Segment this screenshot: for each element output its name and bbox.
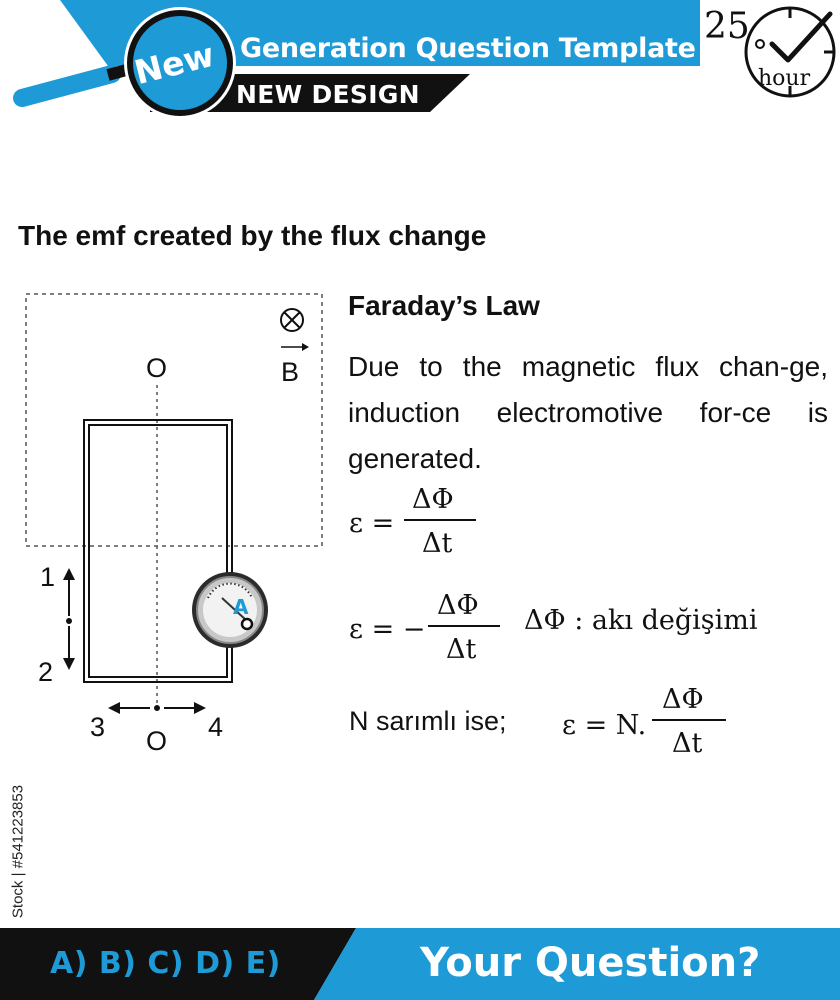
formula-1-denominator: Δt (422, 528, 453, 559)
page-title: The emf created by the flux change (18, 220, 487, 251)
horizontal-motion-arrows (108, 702, 206, 714)
formula-1-lhs: ε = (349, 508, 395, 539)
stock-id: Stock | #541223853 (9, 784, 27, 919)
formula-2-note: ΔΦ : akı değişimi (524, 605, 758, 636)
field-into-page-icon (280, 308, 304, 332)
formula-2-numerator: ΔΦ (437, 590, 479, 621)
wire-loop (83, 419, 233, 683)
arrow-label-4: 4 (208, 712, 224, 742)
answer-options: A) B) C) D) E) (50, 946, 281, 981)
header-banner (13, 0, 836, 119)
ammeter-icon (192, 572, 268, 648)
law-heading: Faraday’s Law (348, 290, 540, 321)
formula-1-numerator: ΔΦ (412, 484, 454, 515)
circuit-diagram (25, 293, 323, 714)
formula-3-denominator: Δt (672, 728, 703, 759)
timer-unit: hour (758, 66, 811, 91)
formula-2-lhs: ε = − (349, 614, 426, 645)
formula-1-bar (404, 519, 476, 521)
header-subtitle: NEW DESIGN (236, 80, 420, 109)
arrow-label-1: 1 (40, 562, 56, 592)
your-question-label: Your Question? (420, 940, 761, 986)
law-description: Due to the magnetic flux chan-ge, induct… (348, 351, 828, 474)
vertical-motion-arrows (63, 568, 75, 670)
formula-3-numerator: ΔΦ (662, 684, 704, 715)
formula-3-lhs: ε = N. (562, 710, 647, 741)
arrow-label-3: 3 (90, 712, 106, 742)
arrow-label-2: 2 (38, 657, 54, 687)
formula-2-denominator: Δt (446, 634, 477, 665)
ammeter-label: A (233, 595, 249, 619)
formula-3-prefix: N sarımlı ise; (349, 706, 507, 736)
field-region (25, 293, 323, 547)
timer-value: 25 (704, 6, 750, 47)
axis-bottom-label: O (146, 726, 168, 756)
formula-2-bar (428, 625, 500, 627)
footer-banner (0, 928, 840, 1000)
header-title: Generation Question Template (240, 33, 696, 64)
field-label: B (281, 357, 300, 387)
axis-top-label: O (146, 353, 168, 383)
formula-3-bar (652, 719, 726, 721)
